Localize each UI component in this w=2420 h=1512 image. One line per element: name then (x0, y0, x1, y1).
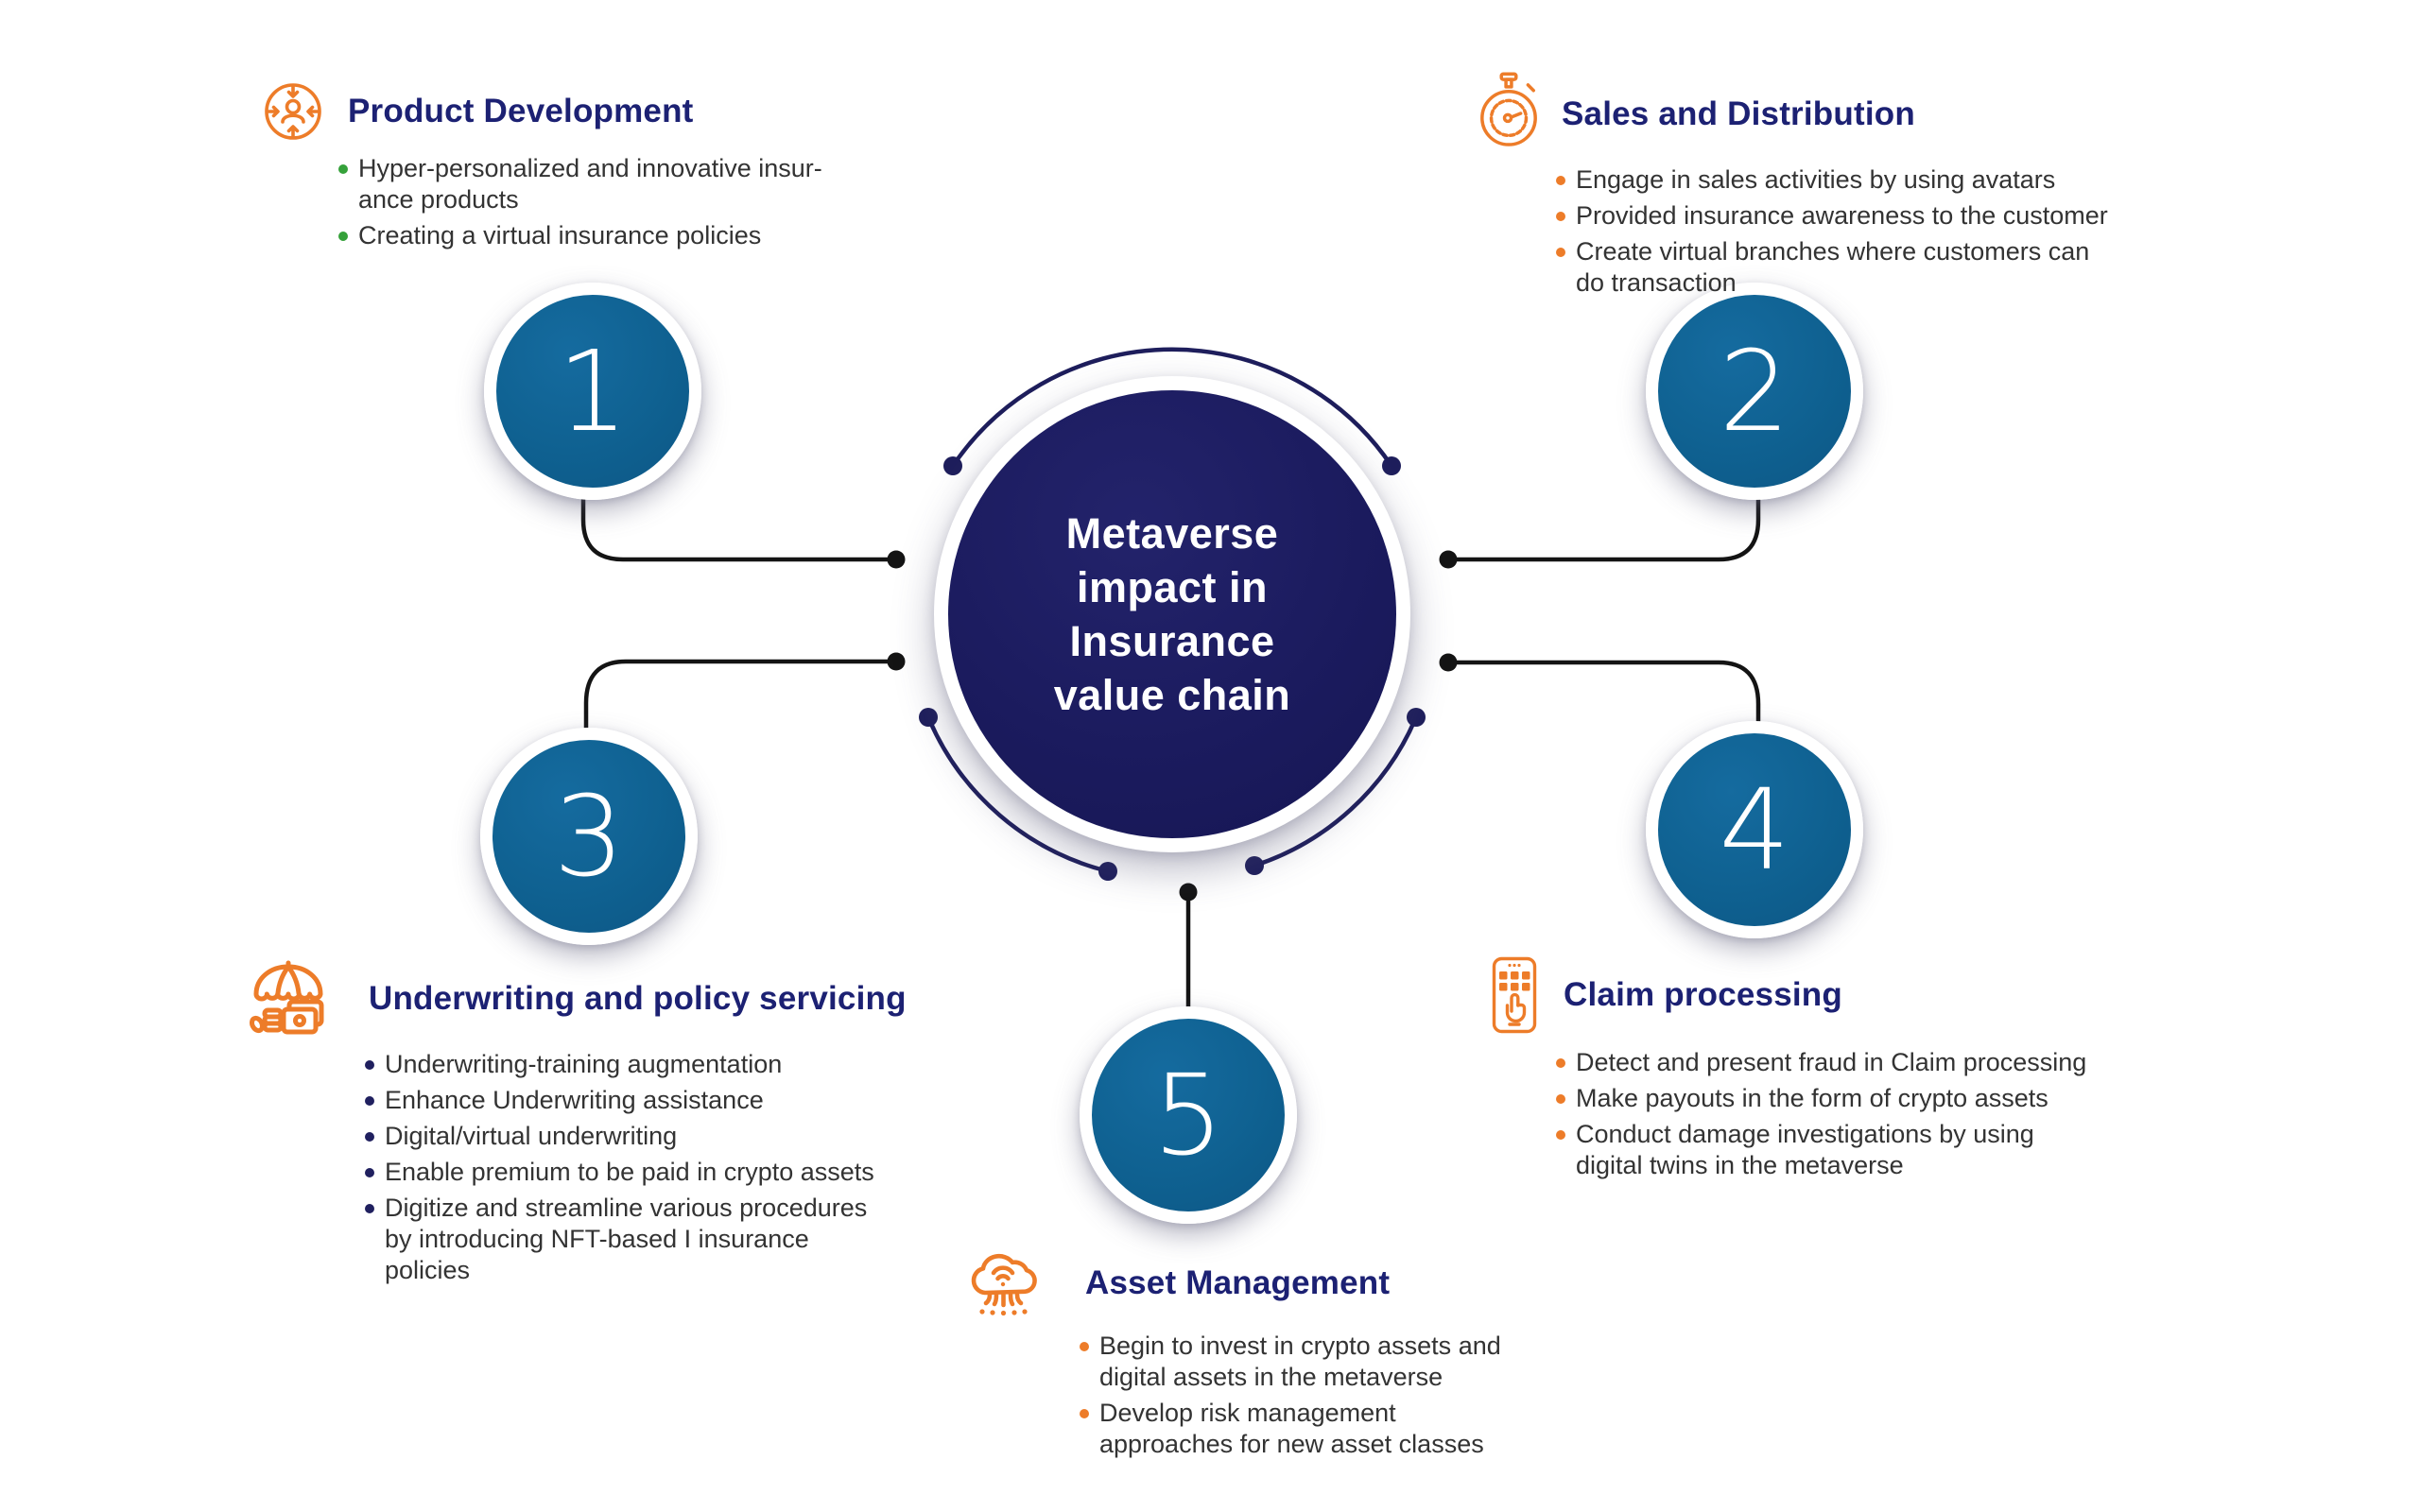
bullet-dot (365, 1132, 374, 1142)
bullet-item: Make payouts in the form of crypto asset… (1556, 1083, 2172, 1114)
connector-end-dots (887, 550, 1458, 902)
bullet-dot (365, 1204, 374, 1213)
step-circle-4: 4 (1646, 721, 1863, 938)
decorative-arcs (925, 347, 1419, 874)
bullet-dot (338, 164, 348, 174)
bullet-item: Creating a virtual insurance policies (338, 220, 906, 251)
bullet-item: Provided insurance awareness to the cust… (1556, 200, 2157, 232)
umbrella-money-icon (249, 960, 324, 1035)
bullet-line: Develop risk management (1099, 1399, 1396, 1427)
center-title-line: Insurance (1069, 617, 1275, 665)
bullet-line: Creating a virtual insurance policies (358, 221, 762, 249)
bullet-line: Detect and present fraud in Claim proces… (1576, 1048, 2087, 1076)
bullet-item: Enhance Underwriting assistance (365, 1085, 966, 1116)
bullet-dot (1080, 1409, 1089, 1418)
bullet-line: do transaction (1576, 268, 1737, 297)
section-claim-processing: Claim processing Detect and present frau… (1492, 956, 2172, 1186)
bullet-line: Provided insurance awareness to the cust… (1576, 201, 2108, 230)
center-title-line: Metaverse (1065, 509, 1279, 558)
bullet-dot (365, 1168, 374, 1177)
bullet-line: digital twins in the metaverse (1576, 1151, 1904, 1179)
center-title-line: value chain (1053, 671, 1291, 719)
bullet-item: Begin to invest in crypto assets and dig… (1080, 1331, 1571, 1393)
bullet-dot (1556, 248, 1565, 257)
step-number: 5 (1152, 1050, 1224, 1180)
section-title: Underwriting and policy servicing (369, 980, 907, 1017)
bullet-line: Create virtual branches where customers … (1576, 237, 2090, 266)
bullet-line: Hyper-personalized and innovative insur- (358, 154, 822, 182)
bullet-item: Digital/virtual underwriting (365, 1121, 966, 1152)
bullet-item: Underwriting-training augmentation (365, 1049, 966, 1080)
section-product-development: Product Development Hyper-personalized a… (263, 81, 906, 256)
step-circle-5: 5 (1080, 1006, 1297, 1224)
section-underwriting: Underwriting and policy servicing Underw… (248, 958, 966, 1291)
step-number: 1 (557, 326, 629, 456)
bullet-dot (1556, 1058, 1565, 1068)
bullet-item: Detect and present fraud in Claim proces… (1556, 1047, 2172, 1078)
bullet-line: Enable premium to be paid in crypto asse… (385, 1158, 874, 1186)
bullet-line: Digital/virtual underwriting (385, 1122, 678, 1150)
bullet-line: by introducing NFT-based I insurance (385, 1225, 809, 1253)
bullet-line: Conduct damage investigations by using (1576, 1120, 2034, 1148)
bullet-dot (1556, 1130, 1565, 1140)
section-title: Asset Management (1085, 1264, 1391, 1301)
bullet-dot (365, 1096, 374, 1106)
arc-end-dots (919, 456, 1426, 881)
section-title: Claim processing (1564, 976, 1842, 1013)
bullet-line: ance products (358, 185, 519, 214)
bullet-line: Begin to invest in crypto assets and (1099, 1332, 1501, 1360)
bullet-line: Underwriting-training augmentation (385, 1050, 783, 1078)
bullet-dot (1556, 212, 1565, 221)
bullet-item: Enable premium to be paid in crypto asse… (365, 1157, 966, 1188)
bullet-item: Digitize and streamline various procedur… (365, 1193, 966, 1286)
section-title: Product Development (348, 93, 694, 129)
center-title-line: impact in (1076, 563, 1269, 611)
bullet-line: Make payouts in the form of crypto asset… (1576, 1084, 2048, 1112)
step-circle-2: 2 (1646, 283, 1863, 500)
bullet-line: Enhance Underwriting assistance (385, 1086, 764, 1114)
step-circle-1: 1 (484, 283, 701, 500)
step-connectors (580, 489, 1761, 1012)
stopwatch-icon (1480, 72, 1537, 146)
bullet-dot (338, 232, 348, 241)
bullet-line: approaches for new asset classes (1099, 1430, 1484, 1458)
bullet-line: policies (385, 1256, 471, 1284)
bullet-item: Conduct damage investigations by using d… (1556, 1119, 2172, 1181)
step-number: 2 (1719, 326, 1790, 456)
section-title: Sales and Distribution (1562, 95, 1915, 132)
center-circle-face: Metaverse impact in Insurance value chai… (948, 390, 1396, 838)
cloud-network-icon (971, 1253, 1037, 1316)
bullet-dot (1080, 1342, 1089, 1351)
bullet-item: Engage in sales activities by using avat… (1556, 164, 2157, 196)
bullet-line: Engage in sales activities by using avat… (1576, 165, 2056, 194)
step-number: 3 (553, 771, 625, 902)
step-circle-3: 3 (480, 728, 698, 945)
bullet-dot (1556, 176, 1565, 185)
customer-focus-icon (265, 83, 321, 140)
section-sales-distribution: Sales and Distribution Engage in sales a… (1477, 72, 2157, 303)
bullet-item: Hyper-personalized and innovative insur-… (338, 153, 906, 215)
section-asset-management: Asset Management Begin to invest in cryp… (966, 1247, 1571, 1465)
bullet-dot (365, 1060, 374, 1070)
mobile-claim-icon (1492, 956, 1537, 1034)
bullet-dot (1556, 1094, 1565, 1104)
step-number: 4 (1719, 765, 1790, 895)
bullet-line: digital assets in the metaverse (1099, 1363, 1443, 1391)
center-circle: Metaverse impact in Insurance value chai… (934, 376, 1410, 852)
bullet-item: Create virtual branches where customers … (1556, 236, 2157, 299)
bullet-line: Digitize and streamline various procedur… (385, 1194, 868, 1222)
bullet-item: Develop risk management approaches for n… (1080, 1398, 1571, 1460)
